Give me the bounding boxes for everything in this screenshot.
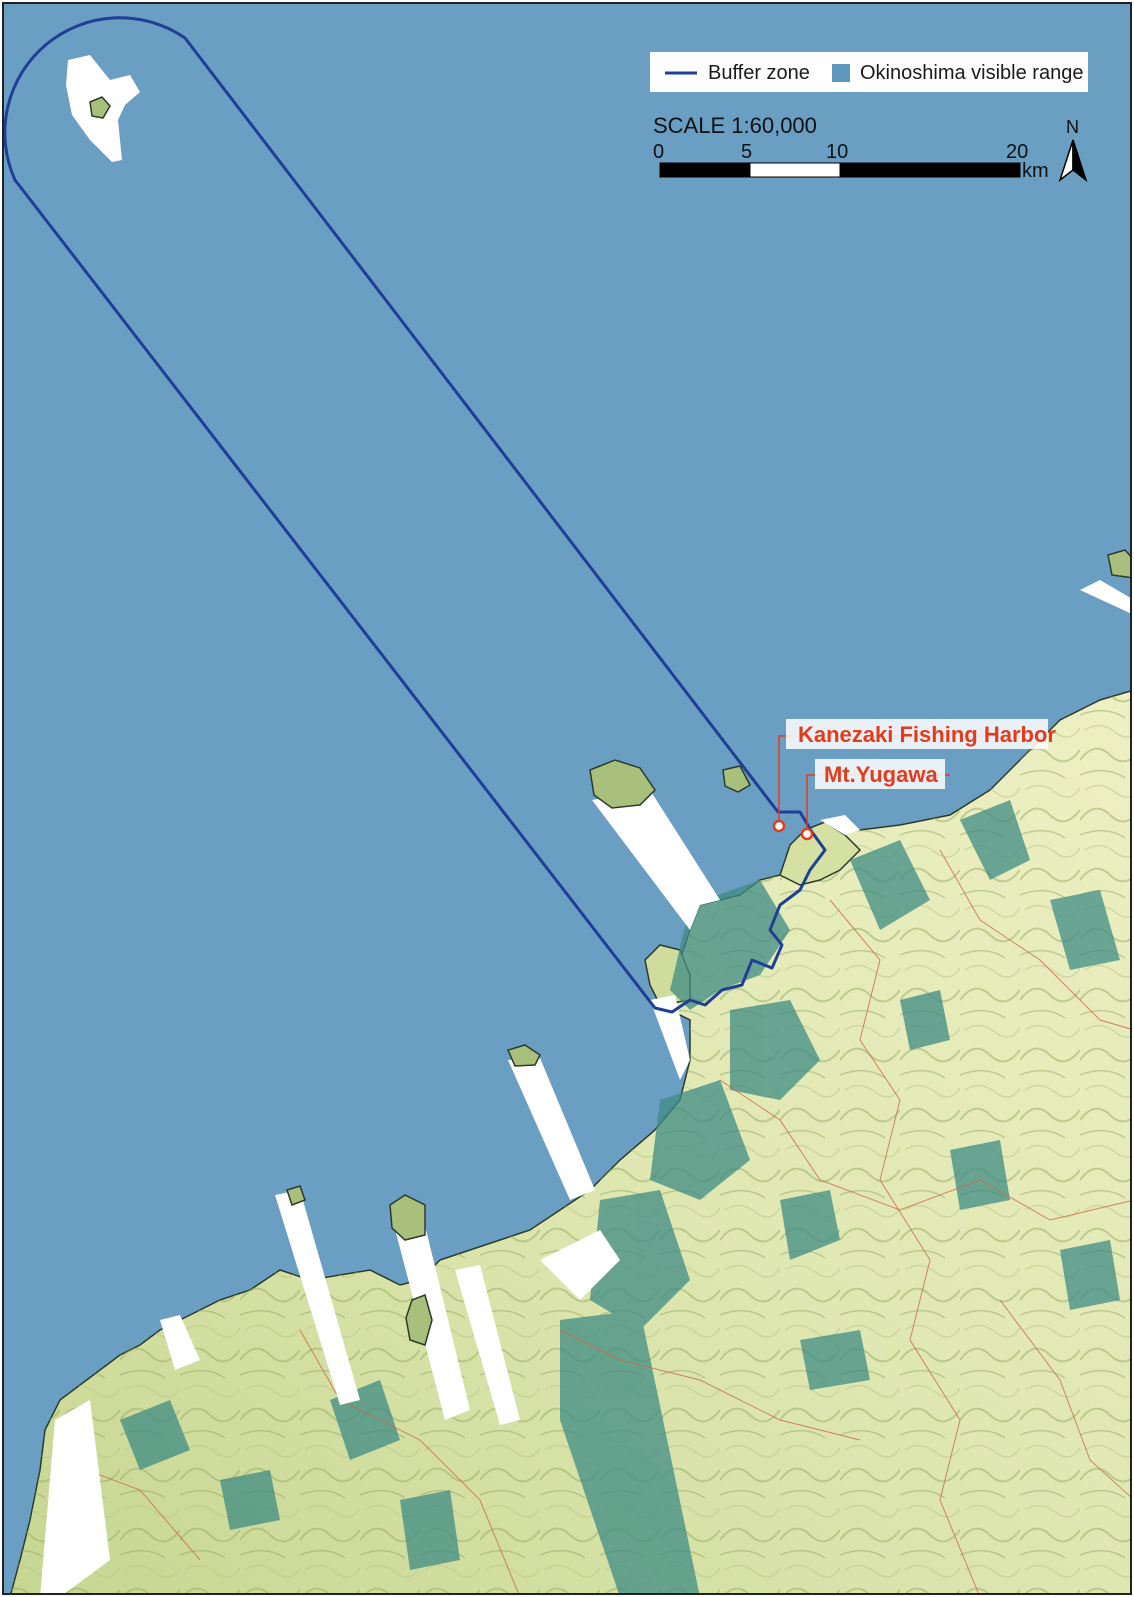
scale-title: SCALE 1:60,000 <box>653 113 817 138</box>
scale-tick-5: 5 <box>741 141 752 163</box>
buffer-zone-label: Buffer zone <box>708 62 810 84</box>
island-genkai <box>389 1194 426 1241</box>
kanezaki-label-bg <box>786 719 1048 749</box>
scale-tick-20: 20 <box>1006 141 1028 163</box>
island-far-east <box>1107 549 1130 579</box>
scale-seg-1 <box>659 162 751 178</box>
scale-seg-3 <box>839 162 1021 178</box>
legend-box <box>650 52 1088 92</box>
scale-tick-0: 0 <box>653 141 664 163</box>
legend: Buffer zone Okinoshima visible range <box>650 52 1088 92</box>
scale-unit: km <box>1022 160 1049 182</box>
north-label: N <box>1066 117 1079 137</box>
yugawa-label-bg <box>815 759 945 789</box>
visible-range-label: Okinoshima visible range <box>860 62 1083 84</box>
scale-bar: SCALE 1:60,000 0 5 10 20 km <box>653 113 1049 182</box>
island-small-west <box>286 1185 306 1206</box>
kanezaki-peninsula <box>779 821 862 886</box>
visible-range-swatch <box>832 64 850 82</box>
yugawa-label[interactable]: Mt.Yugawa <box>824 762 938 787</box>
kanezaki-label[interactable]: Kanezaki Fishing Harbor <box>798 722 1056 747</box>
shikanoshima-island <box>506 1044 541 1067</box>
scale-tick-10: 10 <box>826 141 848 163</box>
scale-seg-2 <box>749 162 841 178</box>
unseen-areas <box>40 580 1130 1593</box>
north-arrow-icon: N <box>1058 117 1088 183</box>
okinoshima-island <box>89 96 111 119</box>
buffer-zone-line <box>4 16 827 1014</box>
ainoshima-island <box>589 759 656 809</box>
kanezaki-marker[interactable] <box>772 819 786 833</box>
small-island-east <box>722 765 751 793</box>
admin-boundaries <box>59 849 1130 1593</box>
yugawa-marker[interactable] <box>800 827 814 841</box>
visible-land-patches <box>120 800 1120 1593</box>
island-noko <box>405 1294 433 1346</box>
